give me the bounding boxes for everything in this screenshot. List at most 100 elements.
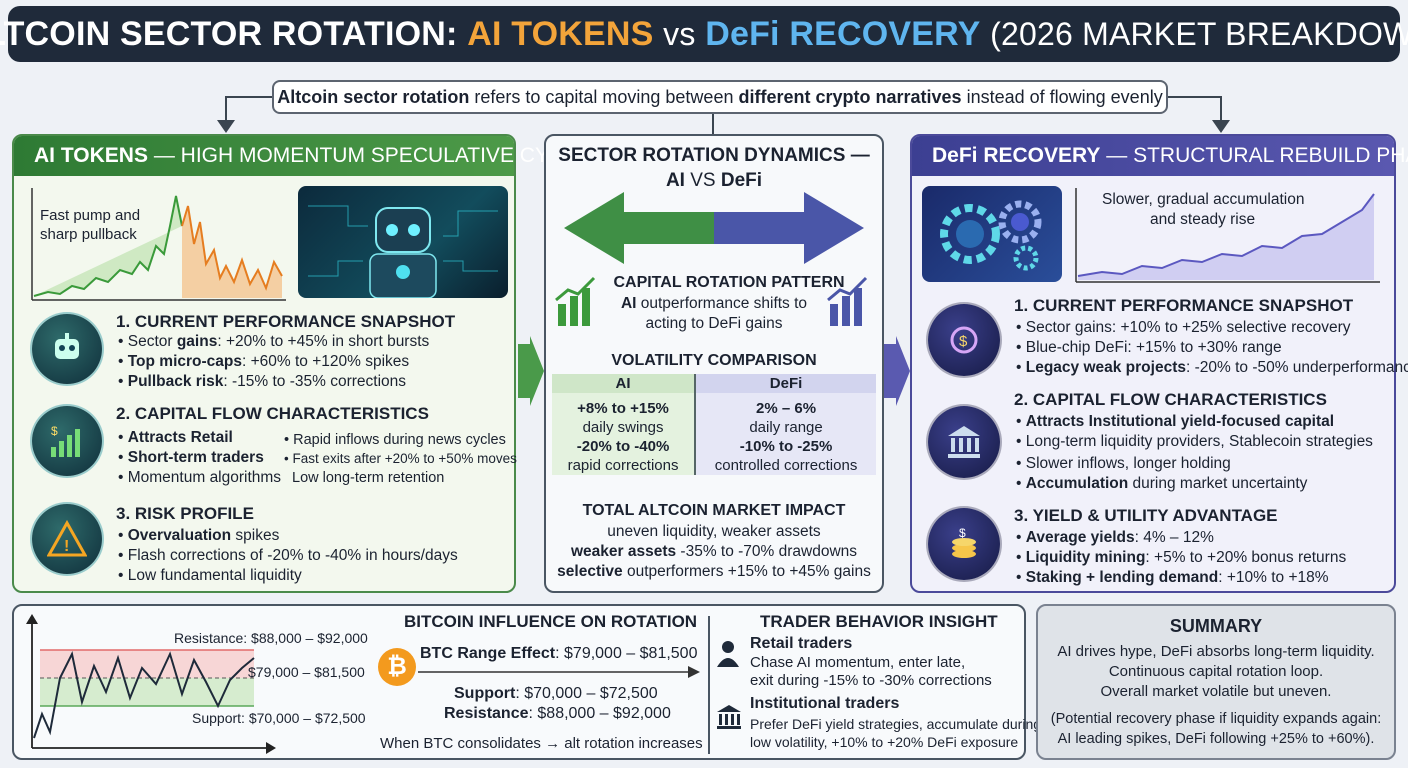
bar-chart-icon xyxy=(555,276,596,326)
defi-s1-line1: • Sector gains: +10% to +25% selective r… xyxy=(1016,319,1351,336)
bitcoin-panel: Resistance: $88,000 – $92,000 $79,000 – … xyxy=(12,604,1041,760)
ai-s2-b2: • Fast exits after +20% to +50% moves xyxy=(284,451,517,466)
defi-panel-header: DeFi RECOVERY — STRUCTURAL REBUILD PHASE xyxy=(912,136,1408,176)
ai-s1-title: 1. CURRENT PERFORMANCE SNAPSHOT xyxy=(116,312,456,331)
ai-s3-line2: • Flash corrections of -20% to -40% in h… xyxy=(118,547,458,564)
arrow-down-icon xyxy=(1212,120,1230,133)
dollar-chart-icon: $ xyxy=(32,406,102,476)
defi-chart-label-2: and steady rise xyxy=(1150,211,1256,228)
summary-title: SUMMARY xyxy=(1169,616,1263,636)
ai-chart-label-2: sharp pullback xyxy=(40,226,137,243)
mid-title-2: AI VS DeFi xyxy=(665,170,763,191)
crp-line2: acting to DeFi gains xyxy=(645,315,783,332)
crp-title: CAPITAL ROTATION PATTERN xyxy=(613,274,845,291)
intro-bold-1: Altcoin sector rotation xyxy=(277,86,470,107)
bank-icon xyxy=(928,406,1000,478)
ai-s3-line3: • Low fundamental liquidity xyxy=(118,567,302,584)
defi-s1-line2: • Blue-chip DeFi: +15% to +30% range xyxy=(1016,339,1282,356)
mid-panel: SECTOR ROTATION DYNAMICS — AI VS DeFi CA… xyxy=(544,134,884,593)
ai-s1-line2: • Top micro-caps: +60% to +120% spikes xyxy=(118,353,410,370)
coins-icon: $ xyxy=(928,304,1000,376)
svg-text:$: $ xyxy=(959,526,966,540)
defi-s3-line2: • Liquidity mining: +5% to +20% bonus re… xyxy=(1016,549,1347,566)
summary-line5: AI leading spikes, DeFi following +25% t… xyxy=(1057,731,1375,747)
tam-line2: weaker assets -35% to -70% drawdowns xyxy=(570,543,858,560)
inst-line1: Prefer DeFi yield strategies, accumulate… xyxy=(750,716,1042,732)
defi-s2-line2: • Long-term liquidity providers, Stablec… xyxy=(1016,433,1373,450)
btc-range-chart xyxy=(26,614,276,754)
arrow-down-icon xyxy=(217,120,235,133)
btc-mid-label: $79,000 – $81,500 xyxy=(248,664,365,680)
rotation-arrows xyxy=(564,192,864,264)
institution-icon xyxy=(717,705,741,729)
bar-chart-icon xyxy=(827,276,868,326)
defi-chart-label-1: Slower, gradual accumulation xyxy=(1102,191,1305,208)
ai-head-bold: AI TOKENS xyxy=(34,144,148,167)
summary-line1: AI drives hype, DeFi absorbs long-term l… xyxy=(1057,643,1375,660)
btc-res-label: Resistance: $88,000 – $92,000 xyxy=(174,630,368,646)
svg-text:$: $ xyxy=(51,424,58,438)
robot-icon xyxy=(32,314,102,384)
defi-s2-line1: • Attracts Institutional yield-focused c… xyxy=(1016,413,1335,430)
defi-panel: DeFi RECOVERY — STRUCTURAL REBUILD PHASE… xyxy=(910,134,1408,593)
vol-ai-cell: +8% to +15%daily swings-20% to -40%rapid… xyxy=(552,393,697,475)
tam-line1: uneven liquidity, weaker assets xyxy=(607,523,821,540)
ai-s2-a2: • Short-term traders xyxy=(118,449,264,466)
gears-icon xyxy=(940,200,1042,271)
defi-s3-line1: • Average yields: 4% – 12% xyxy=(1016,529,1214,546)
title-part1: ALTCOIN SECTOR ROTATION: xyxy=(0,14,458,53)
crp-line1: AI outperformance shifts to xyxy=(620,295,808,312)
ai-pump-chart xyxy=(31,188,286,301)
btc-resistance-line: Resistance: $88,000 – $92,000 xyxy=(444,705,671,722)
ai-robot-image xyxy=(298,186,508,299)
inst-line2: low volatility, +10% to +20% DeFi exposu… xyxy=(750,734,1019,750)
ai-s2-a3: • Momentum algorithms xyxy=(118,469,282,486)
inst-title: Institutional traders xyxy=(750,695,900,712)
btc-range-line: BTC Range Effect: $79,000 – $81,500 xyxy=(420,645,698,662)
bitcoin-icon: ₿ xyxy=(378,648,416,686)
intro-text-2: instead of flowing evenly xyxy=(966,86,1163,107)
tam-line3: selective outperformers +15% to +45% gai… xyxy=(557,563,871,580)
ai-head-rest: — HIGH MOMENTUM SPECULATIVE CYCLE xyxy=(153,144,590,167)
defi-gears-image xyxy=(922,186,1062,282)
ai-panel-header: AI TOKENS — HIGH MOMENTUM SPECULATIVE CY… xyxy=(14,136,590,176)
svg-text:$: $ xyxy=(959,333,968,350)
vol-title: VOLATILITY COMPARISON xyxy=(611,352,817,369)
trader-title: TRADER BEHAVIOR INSIGHT xyxy=(760,612,998,631)
robot-icon xyxy=(308,205,498,299)
defi-s2-line4: • Accumulation during market uncertainty xyxy=(1016,475,1308,492)
vol-head-defi: DeFi xyxy=(695,374,876,393)
ai-s2-b1: • Rapid inflows during news cycles xyxy=(284,432,506,448)
defi-s1-line3: • Legacy weak projects: -20% to -50% und… xyxy=(1016,359,1408,376)
ai-s1-line1: • Sector gains: +20% to +45% in short bu… xyxy=(118,333,430,350)
connector-mid xyxy=(712,114,714,134)
btc-support-line: Support: $70,000 – $72,500 xyxy=(454,685,658,702)
divider xyxy=(708,616,710,754)
ai-s1-line3: • Pullback risk: -15% to -35% correction… xyxy=(118,373,407,390)
intro-text-1: refers to capital moving between xyxy=(474,86,734,107)
volatility-table: AI DeFi +8% to +15%daily swings-20% to -… xyxy=(552,374,876,475)
title-ai: AI TOKENS xyxy=(467,14,654,53)
retail-line2: exit during -15% to -30% corrections xyxy=(750,672,992,689)
ai-s2-a1: • Attracts Retail xyxy=(118,429,233,446)
arrow-right-icon xyxy=(884,336,910,406)
ai-s2-title: 2. CAPITAL FLOW CHARACTERISTICS xyxy=(116,404,429,423)
ai-s2-b3: Low long-term retention xyxy=(292,470,445,486)
title-banner: ALTCOIN SECTOR ROTATION: AI TOKENS vs De… xyxy=(0,6,1408,62)
coins-icon: $ xyxy=(928,508,1000,580)
retail-title: Retail traders xyxy=(750,635,853,652)
mid-title-1: SECTOR ROTATION DYNAMICS — xyxy=(558,145,870,166)
arrow-right-icon xyxy=(518,336,544,406)
defi-s3-title: 3. YIELD & UTILITY ADVANTAGE xyxy=(1014,506,1278,525)
intro-bold-2: different crypto narratives xyxy=(738,86,962,107)
connector-left-down xyxy=(225,96,227,126)
title-vs: vs xyxy=(663,15,696,52)
btc-title: BITCOIN INFLUENCE ON ROTATION xyxy=(404,612,698,631)
defi-s2-title: 2. CAPITAL FLOW CHARACTERISTICS xyxy=(1014,390,1327,409)
summary-panel: SUMMARY AI drives hype, DeFi absorbs lon… xyxy=(1036,604,1396,760)
title-rest: (2026 MARKET BREAKDOWN) xyxy=(990,15,1408,52)
connector-right-down xyxy=(1220,96,1222,126)
arrow-right-icon xyxy=(418,666,700,678)
title-defi: DeFi RECOVERY xyxy=(705,14,981,53)
defi-s3-line3: • Staking + lending demand: +10% to +18% xyxy=(1016,569,1329,586)
